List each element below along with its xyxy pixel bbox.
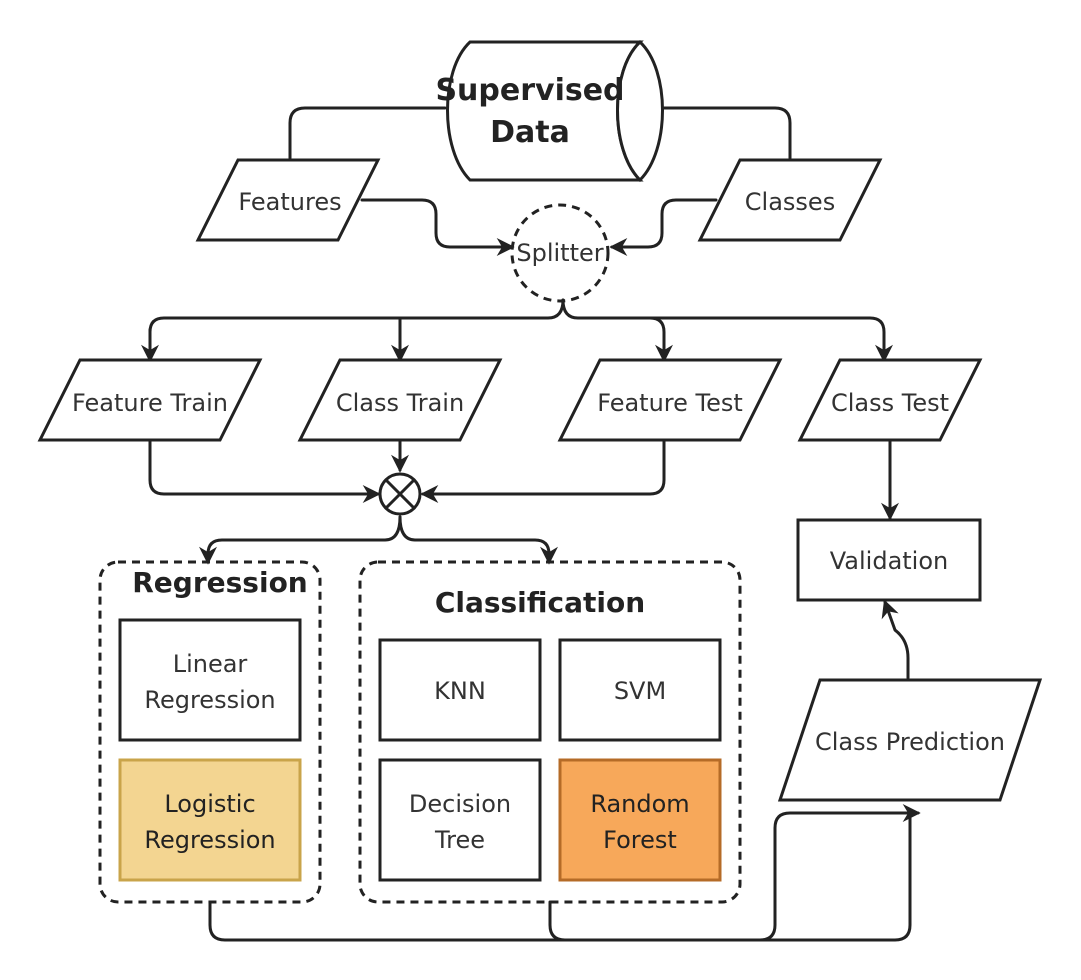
class-test-node: Class Test — [797, 358, 983, 442]
connector-splitter-class-test — [648, 316, 893, 363]
validation-node: Validation — [796, 518, 982, 602]
splitter-node: Splitter — [510, 203, 610, 303]
linear-regression-line2: Regression — [144, 686, 275, 714]
classification-group: Classification KNN SVM Decision Tree Ran… — [358, 560, 742, 904]
connector-feature-train-combiner — [148, 438, 381, 503]
classes-label: Classes — [745, 188, 835, 216]
connector-classes-splitter — [609, 198, 718, 256]
logistic-regression-line1: Logistic — [164, 790, 255, 818]
feature-test-label: Feature Test — [597, 389, 743, 417]
decision-tree-line2: Tree — [434, 826, 485, 854]
svm-label: SVM — [614, 677, 666, 705]
regression-group: Regression Linear Regression Logistic Re… — [98, 560, 322, 904]
svm-box: SVM — [558, 638, 722, 742]
circle-x-icon — [378, 472, 422, 516]
splitter-label: Splitter — [516, 239, 603, 267]
logistic-regression-line2: Regression — [144, 826, 275, 854]
class-prediction-node: Class Prediction — [777, 678, 1043, 802]
connector-classification-prediction — [548, 804, 921, 942]
connector-prediction-validation — [881, 599, 910, 680]
connector-data-classes — [653, 106, 792, 160]
logistic-regression-box: Logistic Regression — [118, 758, 302, 882]
classes-node: Classes — [697, 158, 883, 242]
random-forest-box: Random Forest — [558, 758, 722, 882]
decision-tree-box: Decision Tree — [378, 758, 542, 882]
connector-combiner-regression — [199, 515, 402, 565]
class-train-node: Class Train — [297, 358, 503, 442]
connector-features-splitter — [360, 198, 515, 256]
features-node: Features — [195, 158, 381, 242]
knn-box: KNN — [378, 638, 542, 742]
feature-train-label: Feature Train — [72, 389, 228, 417]
feature-train-node: Feature Train — [37, 358, 263, 442]
supervised-data-node: Supervised Data — [435, 39, 664, 183]
connector-data-features — [288, 106, 447, 160]
classification-title: Classification — [435, 586, 645, 619]
linear-regression-line1: Linear — [173, 650, 248, 678]
linear-regression-box: Linear Regression — [118, 618, 302, 742]
connector-splitter-bus — [148, 298, 565, 334]
connector-combiner-classification — [398, 515, 558, 565]
validation-label: Validation — [830, 547, 949, 575]
decision-tree-line1: Decision — [409, 790, 511, 818]
connector-splitter-feature-test — [561, 298, 673, 363]
connectors — [141, 106, 921, 942]
class-train-label: Class Train — [336, 389, 464, 417]
feature-test-node: Feature Test — [557, 358, 783, 442]
regression-title: Regression — [132, 566, 308, 599]
supervised-data-line2: Data — [490, 115, 570, 150]
knn-label: KNN — [434, 677, 486, 705]
supervised-data-line1: Supervised — [435, 73, 624, 108]
random-forest-line1: Random — [590, 790, 689, 818]
class-test-label: Class Test — [831, 389, 949, 417]
class-prediction-label: Class Prediction — [815, 728, 1005, 756]
features-label: Features — [238, 188, 341, 216]
random-forest-line2: Forest — [603, 826, 677, 854]
connector-feature-test-combiner — [420, 438, 666, 503]
